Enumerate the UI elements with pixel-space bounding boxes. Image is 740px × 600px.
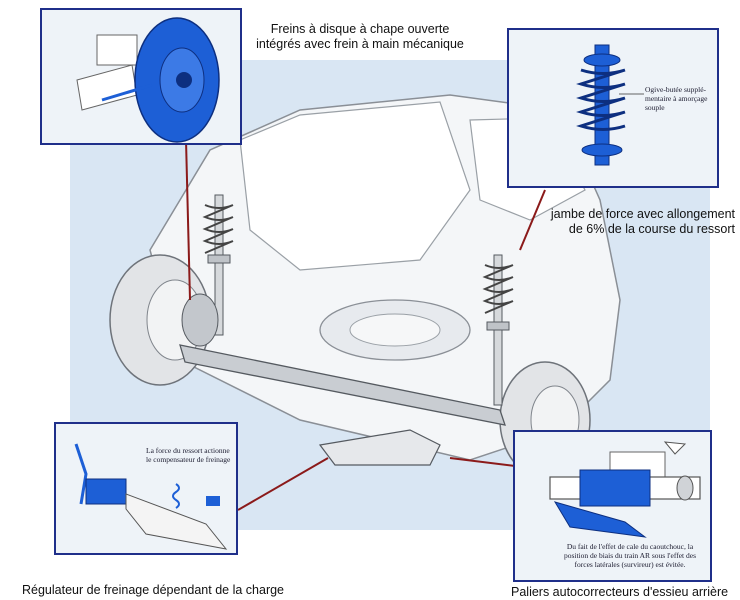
inset-axle-bearings: Du fait de l'effet de cale du caoutchouc… <box>513 430 712 582</box>
spring-note: Ogive-butée supplé-mentaire à amorçage s… <box>645 85 708 112</box>
inset-disc-brake <box>40 8 242 145</box>
rubber-bearing-icon <box>579 469 651 507</box>
caption-bearings: Paliers autocorrecteurs d'essieu arrière <box>511 585 729 599</box>
left-strut-rod <box>214 194 224 336</box>
compensator-icon <box>85 478 127 505</box>
bearing-note: Du fait de l'effet de cale du caoutchouc… <box>563 542 697 569</box>
leader-line-brake <box>185 139 191 301</box>
caption-strut: jambe de force avec allongement de 6% de… <box>545 207 735 237</box>
caption-strut-line1: jambe de force avec allongement <box>550 207 735 221</box>
rear-window <box>239 101 471 271</box>
spring-strut-drawing <box>576 44 644 166</box>
disc-brake-drawing <box>76 17 220 143</box>
inset-brake-regulator: La force du ressort actionne le compensa… <box>54 422 238 555</box>
caption-disc-brakes: Freins à disque à chape ouverte intégrés… <box>250 22 470 52</box>
right-strut-spring <box>482 264 514 314</box>
regulator-note: La force du ressort actionne le compensa… <box>146 446 231 464</box>
caption-disc-brakes-line1: Freins à disque à chape ouverte <box>270 22 450 36</box>
caption-strut-line2: de 6% de la course du ressort <box>568 222 735 236</box>
rear-axle-beam <box>179 344 506 426</box>
left-brake-disc <box>181 293 219 347</box>
leader-line-strut <box>519 189 546 251</box>
left-strut-spring <box>202 204 234 254</box>
coil-spring-icon <box>576 68 626 131</box>
leader-line-regulator <box>237 457 329 511</box>
caption-disc-brakes-line2: intégrés avec frein à main mécanique <box>256 37 464 51</box>
axle-bearings-drawing <box>549 441 701 538</box>
brake-regulator-drawing <box>74 443 228 550</box>
inset-spring-strut: Ogive-butée supplé-mentaire à amorçage s… <box>507 28 719 188</box>
brake-regulator-bracket <box>318 429 441 466</box>
caption-regulator: Régulateur de freinage dépendant de la c… <box>22 583 285 597</box>
